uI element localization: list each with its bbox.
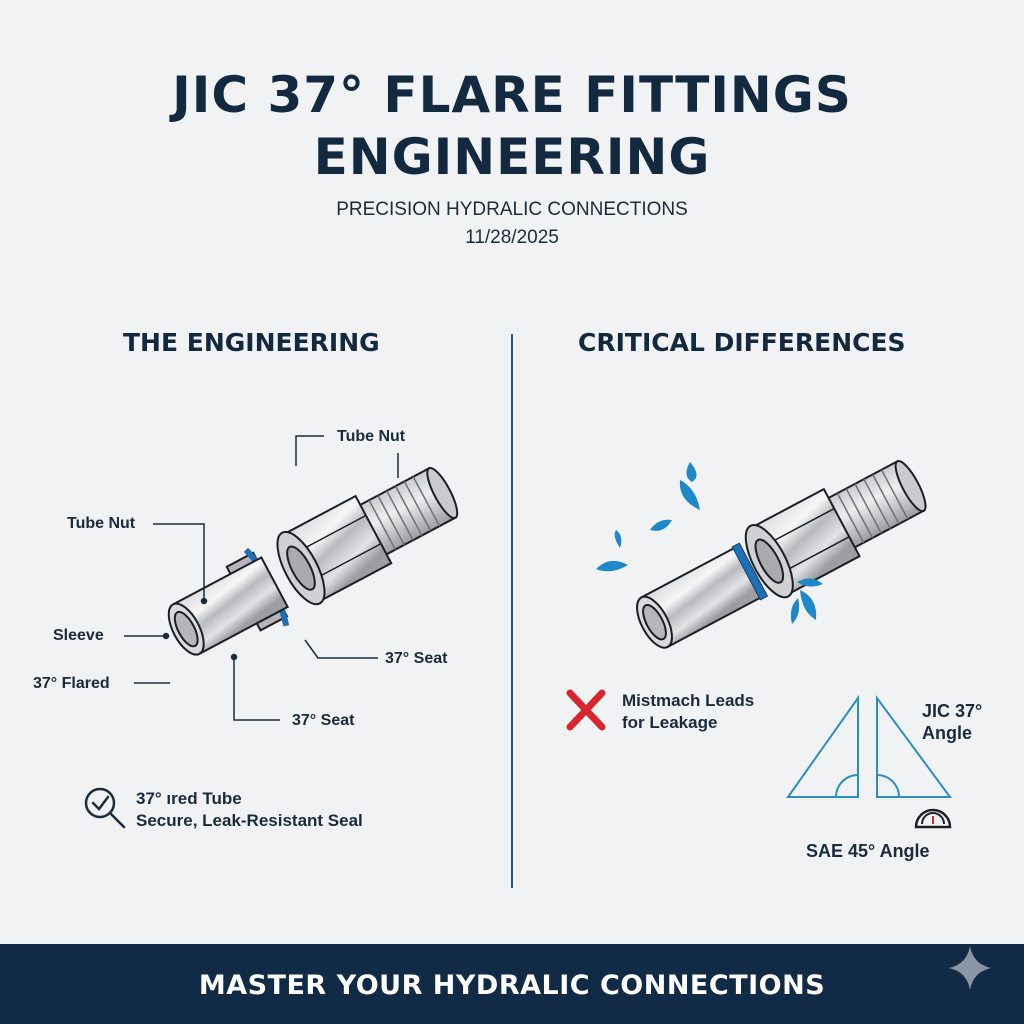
label-seat-right: 37° Seat [385,650,448,667]
jic-line2: Angle [922,723,973,743]
warning-line1: Mistmach Leads [622,691,755,710]
panel-divider [511,334,513,888]
date: 11/28/2025 [465,227,559,248]
protractor-gauge-icon [914,808,952,829]
page-title-line2: ENGINEERING [313,128,711,186]
label-seat-bottom: 37° Seat [292,712,355,729]
section-heading-engineering: THE ENGINEERING [123,328,380,357]
jic-line1: JIC 37° [922,701,983,721]
warning-line2: for Leakage [622,713,718,732]
label-tube-nut-left: Tube Nut [67,515,136,532]
angle-triangles-diagram [786,694,952,798]
jic-angle-label: JIC 37° Angle [922,700,982,744]
note-line2: Secure, Leak-Resistant Seal [136,811,363,830]
footer-banner: MASTER YOUR HYDRALIC CONNECTIONS [0,944,1024,1024]
section-heading-critical-differences: CRITICAL DIFFERENCES [578,328,906,357]
left-note: 37° ıred Tube Secure, Leak-Resistant Sea… [136,788,363,832]
page-title-line1: JIC 37° FLARE FITTINGS [172,66,852,124]
sae-angle-label: SAE 45° Angle [806,841,930,861]
red-x-icon [566,689,606,731]
warning-note: Mistmach Leads for Leakage [622,690,754,734]
sparkle-icon [949,946,991,990]
magnifier-check-icon [84,787,126,829]
footer-text: MASTER YOUR HYDRALIC CONNECTIONS [198,970,826,1001]
label-sleeve: Sleeve [53,627,104,644]
note-line1: 37° ıred Tube [136,789,242,808]
label-tube-nut-top: Tube Nut [337,428,406,445]
subtitle: PRECISION HYDRALIC CONNECTIONS [336,199,688,220]
label-flared: 37° Flared [33,675,110,692]
